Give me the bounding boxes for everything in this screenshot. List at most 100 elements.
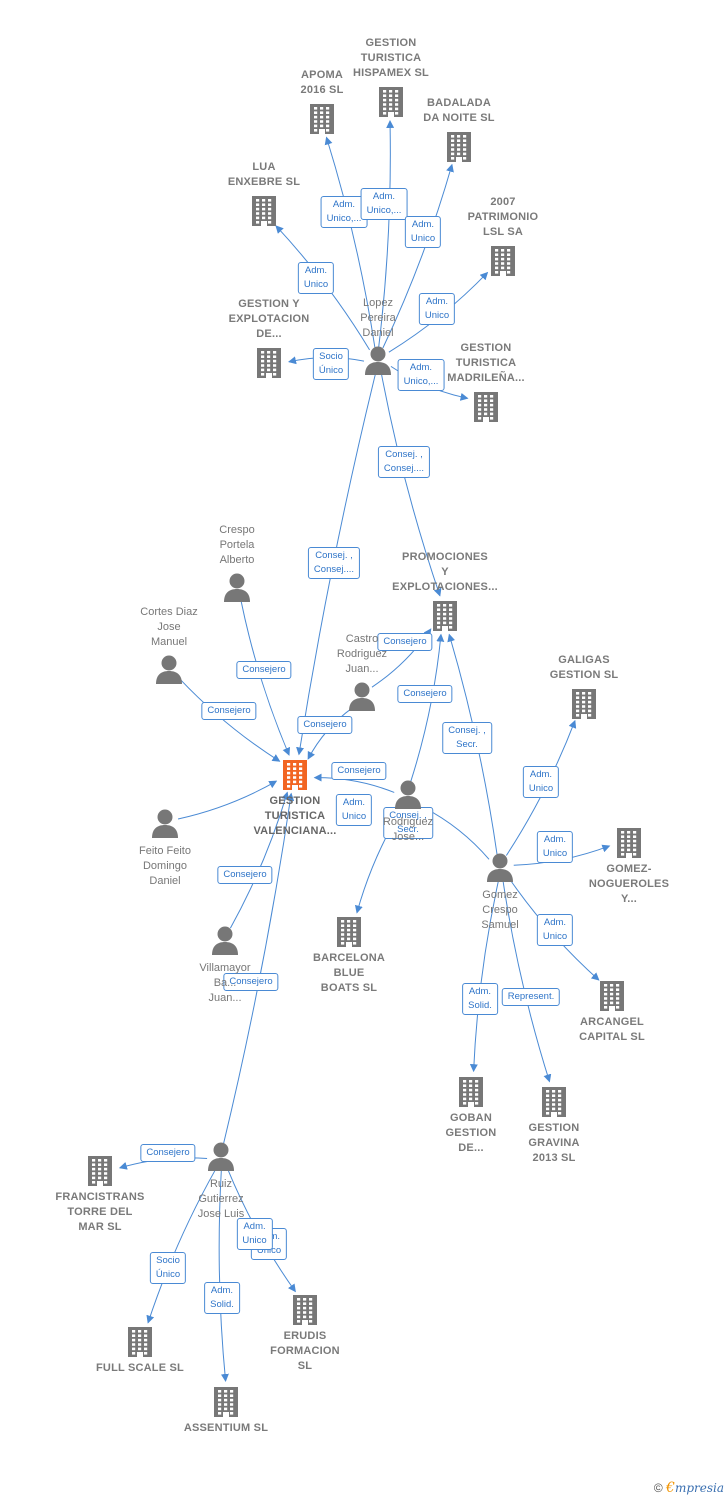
node-arcangel[interactable]: ARCANGEL CAPITAL SL (542, 979, 682, 1045)
edge-label-cortes-main[interactable]: Consejero (201, 702, 257, 720)
person-icon (394, 779, 422, 814)
node-crespo[interactable]: Crespo Portela Alberto (167, 523, 307, 604)
edge-label-lopez-gestexpl[interactable]: Socio Único (312, 348, 350, 380)
node-francistrans[interactable]: FRANCISTRANS TORRE DEL MAR SL (30, 1154, 170, 1235)
node-main[interactable]: GESTION TURISTICA VALENCIANA... (225, 758, 365, 839)
building-icon (489, 244, 517, 281)
node-label: Castro Rodriguez Juan... (336, 633, 388, 675)
edge-label-ruiz-francistrans[interactable]: Socio Único (149, 1252, 187, 1284)
person-icon (486, 852, 514, 887)
building-icon (570, 687, 598, 724)
node-lua[interactable]: LUA ENXEBRE SL (194, 160, 334, 226)
edge-label-gomez-goban[interactable]: Adm. Solid. (462, 983, 498, 1015)
node-gomeznog[interactable]: GOMEZ- NOGUEROLES Y... (559, 826, 699, 907)
edge-label-villamayor-main[interactable]: Consejero (223, 973, 279, 991)
node-label: ERUDIS FORMACION SL (270, 1330, 340, 1372)
edge-label-feito-main[interactable]: Consejero (217, 866, 273, 884)
edge-label-gomez-promociones[interactable]: Consej. , Secr. (442, 722, 492, 754)
node-label: Ruiz Gutierrez Jose Luis (197, 1178, 245, 1220)
node-label: BARCELONA BLUE BOATS SL (312, 952, 386, 994)
node-madrilena[interactable]: GESTION TURISTICA MADRILEÑA... (416, 341, 556, 422)
copyright-symbol: © (653, 1481, 663, 1495)
edge-label-lopez-badalada[interactable]: Adm. Unico (404, 216, 442, 248)
person-icon (151, 808, 179, 843)
edge-lopez-to-hispamex (378, 119, 395, 348)
node-label: Cortes Diaz Jose Manuel (140, 606, 198, 648)
person-icon (207, 1141, 235, 1176)
building-icon (308, 102, 336, 139)
edge-label-lopez-promociones[interactable]: Consej. , Consej.... (377, 446, 431, 478)
edge-rodriguez-to-promociones (410, 633, 445, 782)
edge-gomez-to-gravina (502, 881, 552, 1083)
edge-feito-to-main (177, 780, 278, 820)
edge-label-rodriguez-barcelona[interactable]: Adm. Unico (335, 794, 373, 826)
edge-label-lopez-madrilena[interactable]: Adm. Unico,... (397, 359, 445, 391)
node-apoma[interactable]: APOMA 2016 SL (252, 68, 392, 134)
node-label: Lopez Pereira Daniel (360, 297, 396, 339)
edge-lopez-to-badalada (382, 163, 454, 349)
edge-label-ruiz-fullscale[interactable]: Adm. Solid. (204, 1282, 240, 1314)
node-label: ARCANGEL CAPITAL SL (579, 1016, 645, 1043)
node-assentium[interactable]: ASSENTIUM SL (156, 1385, 296, 1436)
node-erudis[interactable]: ERUDIS FORMACION SL (235, 1293, 375, 1374)
edge-label-lopez-apoma[interactable]: Adm. Unico,... (320, 196, 368, 228)
brand-logo-e: € (666, 1480, 675, 1496)
edge-label-gomez-gomeznog[interactable]: Adm. Unico (536, 831, 574, 863)
node-ruiz[interactable]: Ruiz Gutierrez Jose Luis (151, 1141, 291, 1222)
building-icon (212, 1385, 240, 1422)
edge-label-castro-main[interactable]: Consejero (331, 762, 387, 780)
building-icon (445, 130, 473, 167)
node-promociones[interactable]: PROMOCIONES Y EXPLOTACIONES... (375, 550, 515, 631)
node-label: Rodriguez Jose... (382, 816, 434, 843)
node-label: GOBAN GESTION DE... (445, 1112, 497, 1154)
edge-label-lopez-patrimonio[interactable]: Adm. Unico (418, 293, 456, 325)
edge-label-gomez-arcangel[interactable]: Adm. Unico (536, 914, 574, 946)
building-icon (472, 390, 500, 427)
person-icon (364, 345, 392, 380)
edge-rodriguez-to-main (313, 773, 395, 793)
edge-ruiz-to-assentium (218, 1170, 229, 1382)
building-icon (281, 758, 309, 795)
edge-label-castro-promociones[interactable]: Consejero (377, 633, 433, 651)
node-label: GESTION Y EXPLOTACION DE... (228, 298, 310, 340)
edge-label-rodriguez-main[interactable]: Consejero (297, 716, 353, 734)
edge-label-gomez-galigas[interactable]: Adm. Unico (522, 766, 560, 798)
edge-label-ruiz-erudis[interactable]: Adm. Unico (236, 1218, 273, 1251)
edge-label-gomez-gravina[interactable]: Represent. (501, 988, 561, 1006)
building-icon (377, 85, 405, 122)
node-galigas[interactable]: GALIGAS GESTION SL (514, 653, 654, 719)
node-goban[interactable]: GOBAN GESTION DE... (401, 1075, 541, 1156)
node-gomez[interactable]: Gomez Crespo Samuel (430, 852, 570, 933)
edge-label-gomez-rodriguez[interactable]: Consej. , Secr. (383, 807, 433, 839)
node-lopez[interactable]: Lopez Pereira Daniel (308, 296, 448, 377)
brand-footer: © €mpresia (654, 1480, 724, 1496)
node-label: LUA ENXEBRE SL (227, 161, 301, 188)
node-label: GESTION TURISTICA VALENCIANA... (253, 795, 337, 837)
node-rodriguez[interactable]: Rodriguez Jose... (338, 779, 478, 845)
node-hispamex[interactable]: GESTION TURISTICA HISPAMEX SL (321, 36, 461, 117)
node-gestexpl[interactable]: GESTION Y EXPLOTACION DE... (199, 297, 339, 378)
node-label: ASSENTIUM SL (183, 1422, 269, 1434)
edge-label-lopez-main[interactable]: Consej. , Consej.... (307, 547, 361, 579)
building-icon (255, 346, 283, 383)
edge-cortes-to-main (179, 678, 281, 762)
edge-label-rodriguez-promociones[interactable]: Consejero (397, 685, 453, 703)
node-feito[interactable]: Feito Feito Domingo Daniel (95, 808, 235, 889)
node-villamayor[interactable]: Villamayor Ba... Juan... (155, 925, 295, 1006)
building-icon (598, 979, 626, 1016)
node-gravina[interactable]: GESTION GRAVINA 2013 SL (484, 1085, 624, 1166)
node-patrimonio[interactable]: 2007 PATRIMONIO LSL SA (433, 195, 573, 276)
node-barcelona[interactable]: BARCELONA BLUE BOATS SL (279, 915, 419, 996)
node-castro[interactable]: Castro Rodriguez Juan... (292, 632, 432, 713)
building-icon (126, 1325, 154, 1362)
edge-crespo-to-main (240, 601, 290, 756)
node-label: FULL SCALE SL (96, 1362, 184, 1374)
node-label: Feito Feito Domingo Daniel (139, 845, 191, 887)
edge-label-lopez-lua[interactable]: Adm. Unico (297, 262, 335, 294)
edge-label-crespo-main[interactable]: Consejero (236, 661, 292, 679)
edge-label-lopez-hispamex[interactable]: Adm. Unico,... (360, 188, 408, 220)
node-cortes[interactable]: Cortes Diaz Jose Manuel (99, 605, 239, 686)
node-badalada[interactable]: BADALADA DA NOITE SL (389, 96, 529, 162)
edge-label-ruiz-main[interactable]: Consejero (140, 1144, 196, 1162)
node-fullscale[interactable]: FULL SCALE SL (70, 1325, 210, 1376)
